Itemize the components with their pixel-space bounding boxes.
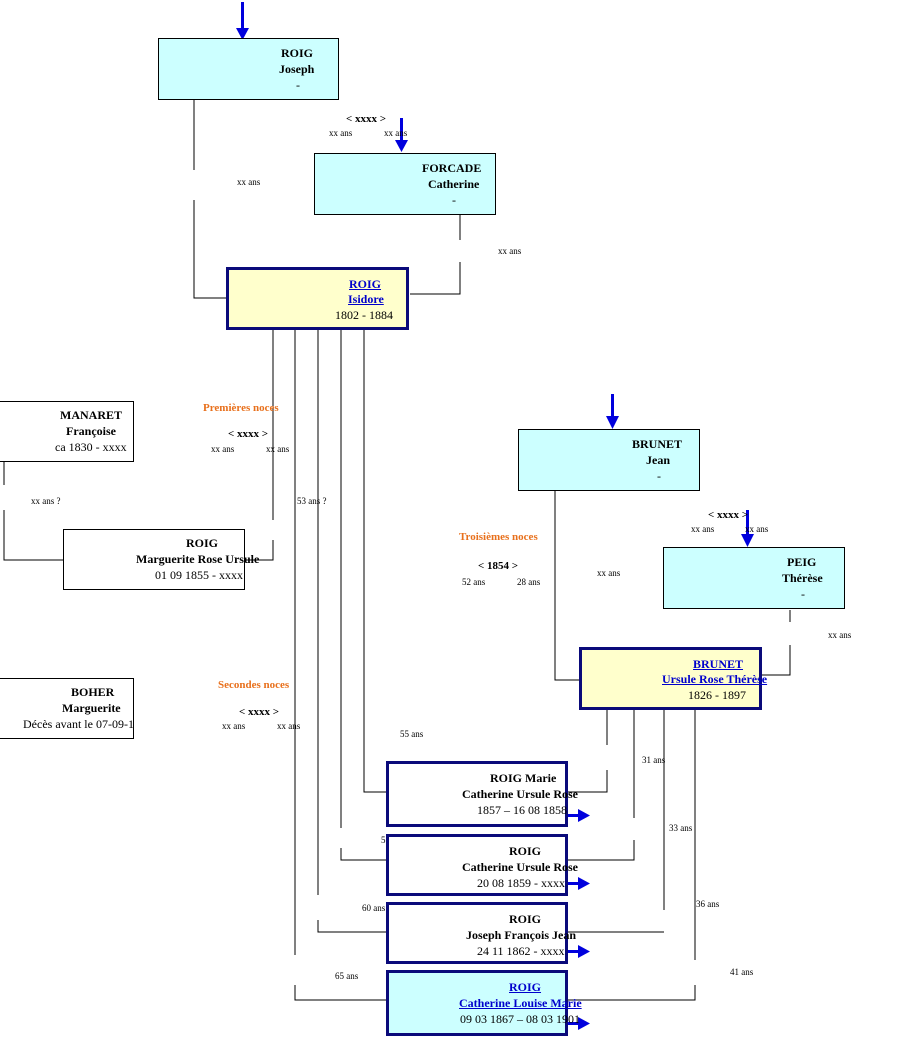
given-name-link[interactable]: Isidore: [348, 292, 384, 306]
surname: MANARET: [60, 408, 122, 422]
person-card-roig-marie[interactable]: ROIG Marie Catherine Ursule Rose 1857 – …: [386, 761, 578, 827]
person-card-roig-catherine[interactable]: ROIG Catherine Ursule Rose 20 08 1859 - …: [386, 834, 578, 896]
age-label: 41 ans: [730, 967, 754, 977]
age-label: 33 ans: [669, 823, 693, 833]
age-label: xx ans: [597, 568, 621, 578]
arrow-right-icon[interactable]: [566, 944, 591, 959]
person-card-manaret-francoise[interactable]: MANARET Françoise ca 1830 - xxxx: [0, 401, 134, 462]
marriage-age-right: xx ans: [745, 524, 769, 534]
surname: ROIG: [509, 912, 542, 926]
dates: 20 08 1859 - xxxx: [477, 876, 565, 890]
age-label: xx ans: [828, 630, 852, 640]
dates: 1857 – 16 08 1858: [477, 803, 567, 817]
age-label: 55 ans: [400, 729, 424, 739]
marriage-date: < xxxx >: [239, 706, 280, 718]
dates: 09 03 1867 – 08 03 1901: [460, 1012, 580, 1026]
age-label: xx ans ?: [31, 496, 61, 506]
arrow-down-icon[interactable]: [236, 0, 250, 40]
given-name: Thérèse: [782, 571, 823, 585]
surname: ROIG: [509, 844, 542, 858]
given-name-link[interactable]: Ursule Rose Thérèse: [662, 672, 768, 686]
given-name: Marguerite Rose Ursule: [136, 552, 260, 566]
marriage-age-right: xx ans: [266, 444, 290, 454]
given-name: Marguerite: [62, 701, 121, 715]
given-name: Joseph: [279, 62, 315, 76]
marriage-label: Troisièmes noces: [459, 531, 538, 543]
age-label: xx ans: [498, 246, 522, 256]
surname: FORCADE: [422, 161, 482, 175]
age-label: 31 ans: [642, 755, 666, 765]
dates: Décès avant le 07-09-18: [23, 717, 134, 731]
marriage-age-left: xx ans: [211, 444, 235, 454]
marriage-label: Secondes noces: [218, 679, 290, 691]
surname: ROIG Marie: [490, 771, 557, 785]
marriage-age-right: 28 ans: [517, 577, 541, 587]
given-name: Jean: [646, 453, 670, 467]
marriage-date: < 1854 >: [478, 560, 519, 572]
dates: -: [452, 193, 456, 207]
arrow-right-icon[interactable]: [566, 808, 591, 823]
dates: 1802 - 1884: [335, 308, 393, 322]
arrow-down-icon[interactable]: [395, 116, 409, 153]
dates: 24 11 1862 - xxxx: [477, 944, 565, 958]
person-card-forcade-catherine[interactable]: FORCADE Catherine -: [314, 153, 496, 215]
person-card-brunet-ursule[interactable]: BRUNET Ursule Rose Thérèse 1826 - 1897: [579, 647, 767, 710]
age-label: 60 ans: [362, 903, 386, 913]
marriage-date: < xxxx >: [346, 113, 387, 125]
person-card-boher-marguerite[interactable]: BOHER Marguerite Décès avant le 07-09-18: [0, 678, 134, 739]
person-card-peig-therese[interactable]: PEIG Thérèse -: [663, 547, 845, 609]
arrow-down-icon[interactable]: [741, 508, 755, 547]
given-name: Joseph François Jean: [466, 928, 577, 942]
given-name: Catherine Ursule Rose: [462, 787, 578, 801]
surname: ROIG: [186, 536, 219, 550]
marriage-age-left: xx ans: [222, 721, 246, 731]
given-name: Catherine: [428, 177, 480, 191]
surname: BRUNET: [632, 437, 683, 451]
marriage-age-left: xx ans: [691, 524, 715, 534]
surname-link[interactable]: ROIG: [509, 980, 542, 994]
person-card-brunet-jean[interactable]: BRUNET Jean -: [518, 429, 700, 491]
person-card-roig-isidore[interactable]: ROIG Isidore 1802 - 1884: [226, 267, 409, 330]
given-name: Catherine Ursule Rose: [462, 860, 578, 874]
marriage-label: Premières noces: [203, 402, 279, 414]
person-card-roig-joseph-jean[interactable]: ROIG Joseph François Jean 24 11 1862 - x…: [386, 902, 576, 964]
dates: -: [657, 469, 661, 483]
marriage-date: < xxxx >: [708, 509, 749, 521]
arrow-down-icon[interactable]: [606, 392, 620, 429]
age-label: 65 ans: [335, 971, 359, 981]
dates: -: [296, 78, 300, 92]
surname: ROIG: [281, 46, 314, 60]
dates: 1826 - 1897: [688, 688, 746, 702]
person-card-roig-joseph[interactable]: ROIG Joseph -: [158, 38, 339, 100]
person-card-roig-marguerite[interactable]: ROIG Marguerite Rose Ursule 01 09 1855 -…: [63, 529, 259, 590]
marriage-age-left: 52 ans: [462, 577, 486, 587]
surname-link[interactable]: ROIG: [349, 277, 382, 291]
surname: BOHER: [71, 685, 115, 699]
marriage-date: < xxxx >: [228, 428, 269, 440]
dates: 01 09 1855 - xxxx: [155, 568, 243, 582]
given-name-link[interactable]: Catherine Louise Marie: [459, 996, 582, 1010]
marriage-age-left: xx ans: [329, 128, 353, 138]
given-name: Françoise: [66, 424, 116, 438]
marriage-age-right: xx ans: [384, 128, 408, 138]
age-label: 53 ans ?: [297, 496, 327, 506]
arrow-right-icon[interactable]: [566, 876, 591, 891]
arrow-right-icon[interactable]: [566, 1016, 591, 1031]
surname-link[interactable]: BRUNET: [693, 657, 744, 671]
person-card-roig-catherine-louise[interactable]: ROIG Catherine Louise Marie 09 03 1867 –…: [386, 970, 582, 1036]
dates: ca 1830 - xxxx: [55, 440, 127, 454]
marriage-age-right: xx ans: [277, 721, 301, 731]
dates: -: [801, 587, 805, 601]
age-label: 36 ans: [696, 899, 720, 909]
age-label: xx ans: [237, 177, 261, 187]
surname: PEIG: [787, 555, 817, 569]
